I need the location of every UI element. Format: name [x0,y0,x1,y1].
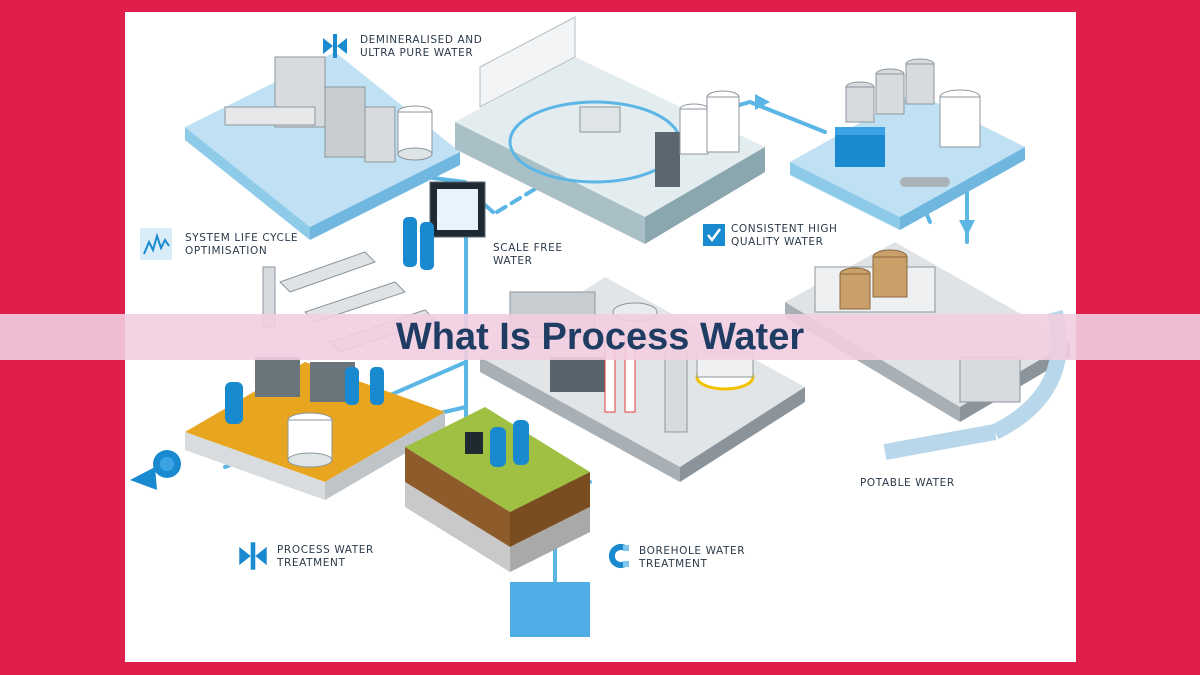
label-line: SCALE FREE [493,242,563,254]
page-title: What Is Process Water [395,316,805,358]
label-line: QUALITY WATER [731,236,824,248]
pipe-valve-left [130,450,181,490]
flow-arrow-down [959,220,975,236]
label-demineralised: DEMINERALISED AND ULTRA PURE WATER [360,34,482,60]
label-line: PROCESS WATER [277,544,374,556]
chart-icon [140,228,172,260]
label-consistent: CONSISTENT HIGH QUALITY WATER [731,223,838,249]
reverse-osmosis-plant [790,58,1025,230]
label-lifecycle: SYSTEM LIFE CYCLE OPTIMISATION [185,232,298,258]
label-borehole: BOREHOLE WATER TREATMENT [639,545,745,571]
label-line: OPTIMISATION [185,245,268,257]
label-line: CONSISTENT HIGH [731,223,838,235]
valve-icon [323,34,347,58]
flow-arrow-right [755,94,770,110]
process-treatment-plant [185,357,445,500]
filter-unit [403,181,486,270]
label-line: DEMINERALISED AND [360,34,483,46]
borehole-ground-section [405,407,590,637]
label-line: TREATMENT [277,557,346,569]
label-line: BOREHOLE WATER [639,545,746,557]
label-process: PROCESS WATER TREATMENT [277,544,374,570]
valve-icon [239,542,267,570]
label-line: WATER [493,255,533,267]
title-banner [0,314,1200,360]
checkmark-icon [703,224,725,246]
laboratory [455,16,765,244]
label-potable: POTABLE WATER [860,477,955,489]
demineralised-plant [185,52,460,240]
magnet-icon [608,544,629,568]
label-scale-free: SCALE FREE WATER [493,242,563,268]
label-line: ULTRA PURE WATER [360,47,474,59]
label-line: TREATMENT [639,558,708,570]
label-line: SYSTEM LIFE CYCLE [185,232,299,244]
